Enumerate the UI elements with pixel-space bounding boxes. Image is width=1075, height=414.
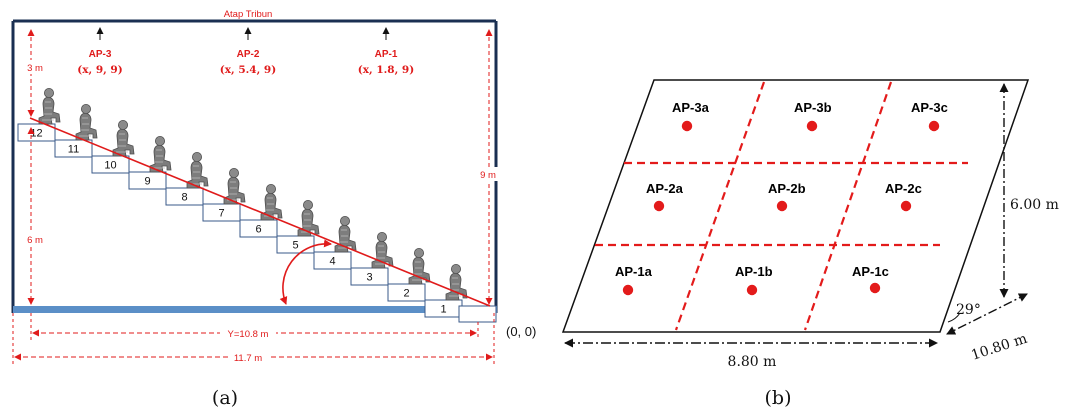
spectator-figure <box>445 264 468 301</box>
spectators <box>38 88 468 301</box>
dim-slant-line <box>946 293 1028 335</box>
step-number: 7 <box>218 208 224 220</box>
spectator-figure <box>75 104 98 141</box>
step-number: 8 <box>181 192 187 204</box>
ap-3-coords: (x, 9, 9) <box>77 64 122 76</box>
ap-2-coords: (x, 5.4, 9) <box>220 64 276 76</box>
step-number: 12 <box>30 128 42 140</box>
panel-b-floor-plan: AP-3a AP-3b AP-3c AP-2a AP-2b AP-2c AP-1… <box>506 79 1074 409</box>
dim-bottom-label: 8.80 m <box>728 354 777 370</box>
spectator-figure <box>371 232 394 269</box>
zone-label-ap-2a: AP-2a <box>646 181 684 196</box>
ap-2-label: AP-2 <box>237 49 260 60</box>
steps: 12 11 10 9 8 7 6 5 4 3 2 1 <box>17 123 497 323</box>
ap-marker-1b <box>746 284 758 296</box>
caption-a: (a) <box>212 387 238 409</box>
zone-label-ap-2b: AP-2b <box>768 181 806 196</box>
ap-marker-1c <box>869 282 881 294</box>
roof-label: Atap Tribun <box>224 9 273 20</box>
step-number: 11 <box>68 144 79 156</box>
zone-label-ap-2c: AP-2c <box>885 181 922 196</box>
step-number: 2 <box>403 288 409 300</box>
step-3 <box>350 267 389 286</box>
floor <box>13 306 497 313</box>
ap-marker-3a <box>681 120 693 132</box>
ap-marker-3b <box>806 120 818 132</box>
dim-total-label: 11.7 m <box>234 353 262 364</box>
dim-height-label: 6.00 m <box>1010 197 1059 213</box>
step-8 <box>165 187 204 206</box>
step-number: 5 <box>292 240 298 252</box>
angle-label: 29° <box>956 302 981 318</box>
step-11 <box>54 139 93 158</box>
step-7 <box>202 203 241 222</box>
dim-slant-label: 10.80 m <box>969 331 1029 364</box>
zone-label-ap-3c: AP-3c <box>911 100 948 115</box>
ap-1-label: AP-1 <box>375 49 398 60</box>
spectator-figure <box>408 248 431 285</box>
step-number: 4 <box>329 256 335 268</box>
step-10 <box>91 155 130 174</box>
step-number: 9 <box>144 176 150 188</box>
dim-y-label: Y=10.8 m <box>228 329 269 340</box>
dim-3m-label: 3 m <box>27 63 43 74</box>
ap-marker-2a <box>653 200 665 212</box>
step-number: 6 <box>255 224 261 236</box>
spectator-figure <box>186 152 209 189</box>
origin-label: (0, 0) <box>506 324 536 339</box>
spectator-figure <box>297 200 320 237</box>
spectator-figure <box>223 168 246 205</box>
ap-marker-2b <box>776 200 788 212</box>
grid-line-vertical-left <box>674 81 766 331</box>
ap-marker-2c <box>900 200 912 212</box>
step-9 <box>128 171 167 190</box>
spectator-figure <box>112 120 135 157</box>
ap-marker-1a <box>622 284 634 296</box>
step-number: 1 <box>440 304 446 316</box>
step-number: 3 <box>366 272 372 284</box>
zone-label-ap-1c: AP-1c <box>852 264 889 279</box>
step-2 <box>387 283 426 302</box>
spectator-figure <box>149 136 172 173</box>
slope-angle-arc <box>279 239 332 305</box>
zone-label-ap-1a: AP-1a <box>615 264 653 279</box>
ap-1-coords: (x, 1.8, 9) <box>358 64 414 76</box>
dim-9m-label: 9 m <box>480 170 496 181</box>
floor-plan-outline <box>561 79 1030 333</box>
ap-3-label: AP-3 <box>89 49 112 60</box>
panel-a-tribune-section: Atap Tribun 12 11 10 9 8 7 6 5 4 3 2 1 AP-3 (x, 9, … <box>11 9 502 409</box>
step-6 <box>239 219 278 238</box>
caption-b: (b) <box>765 387 792 409</box>
angle-arc <box>947 312 961 323</box>
ap-marker-3c <box>928 120 940 132</box>
dim-6m-label: 6 m <box>27 235 43 246</box>
slope-line <box>29 117 491 307</box>
zone-label-ap-3a: AP-3a <box>672 100 710 115</box>
step-12 <box>17 123 56 142</box>
zone-label-ap-3b: AP-3b <box>794 100 832 115</box>
spectator-figure <box>38 88 61 125</box>
step-base <box>458 305 497 323</box>
grid-line-vertical-right <box>803 81 893 331</box>
spectator-figure <box>260 184 283 221</box>
zone-label-ap-1b: AP-1b <box>735 264 773 279</box>
step-number: 10 <box>104 160 116 172</box>
